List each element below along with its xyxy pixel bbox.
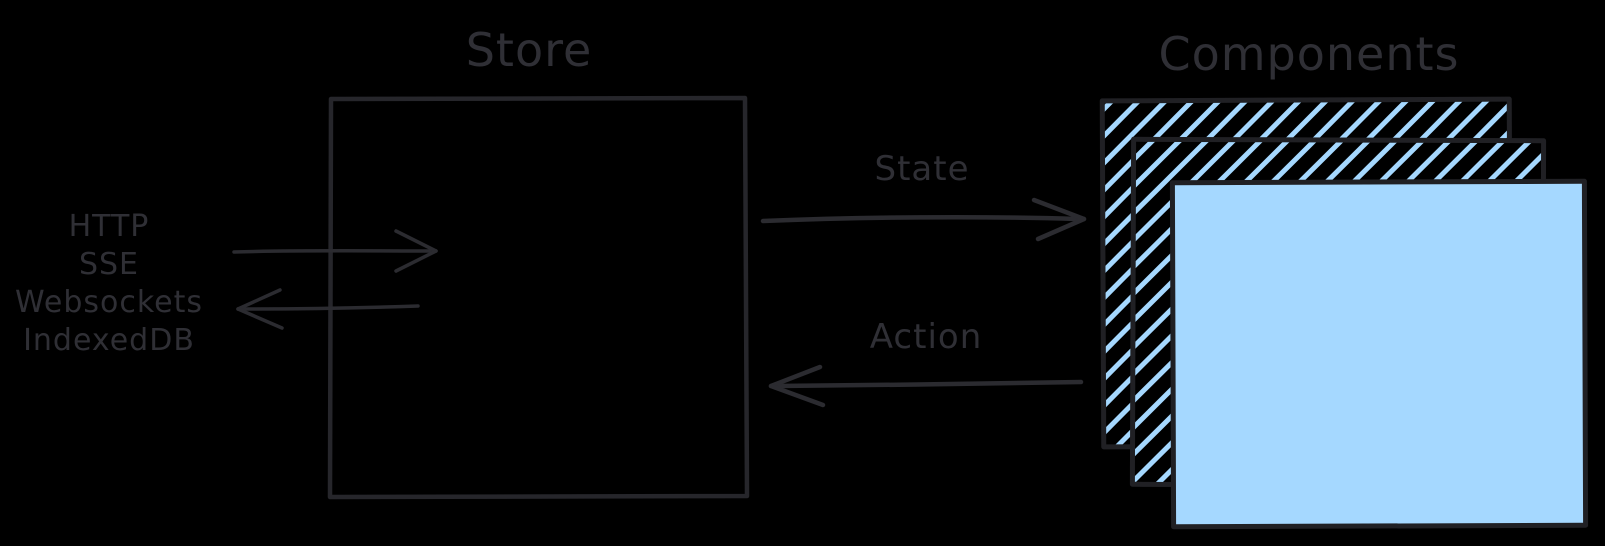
action-arrow-label: Action xyxy=(869,317,983,357)
store-title: Store xyxy=(465,23,593,77)
components-title: Components xyxy=(1158,27,1460,81)
state-arrow xyxy=(760,197,1087,242)
action-arrow xyxy=(768,364,1084,408)
transport-out-arrow xyxy=(236,288,420,330)
transport-list: HTTP SSE Websockets IndexedDB xyxy=(0,208,218,360)
state-arrow-label: State xyxy=(874,149,970,189)
transport-in-arrow xyxy=(232,229,438,273)
transport-item-websockets: Websockets xyxy=(14,285,204,320)
transport-item-sse: SSE xyxy=(78,247,140,282)
transport-item-indexeddb: IndexedDB xyxy=(23,323,195,358)
transport-item-http: HTTP xyxy=(68,209,150,244)
store-box xyxy=(327,95,750,500)
component-layer-front xyxy=(1169,178,1589,530)
